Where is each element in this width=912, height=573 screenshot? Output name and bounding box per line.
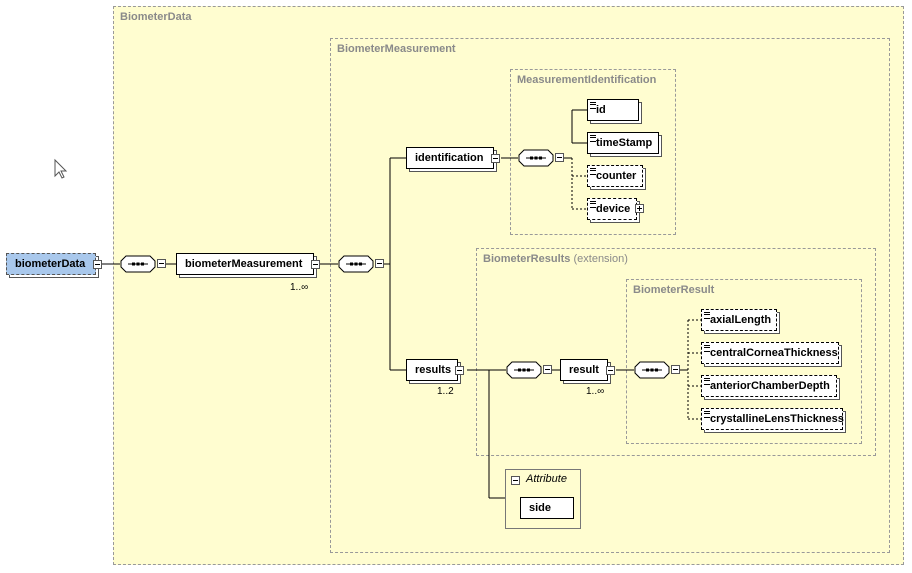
collapse-icon[interactable] (606, 366, 615, 375)
collapse-icon[interactable] (555, 153, 564, 162)
element-label: id (596, 104, 606, 116)
collapse-icon[interactable] (311, 260, 320, 269)
attribute-label: side (529, 502, 552, 514)
element-anterior-chamber-depth[interactable]: anteriorChamberDepth (701, 375, 837, 397)
documentation-icon (704, 411, 710, 418)
element-biometer-measurement[interactable]: biometerMeasurement (176, 253, 314, 275)
element-label: crystallineLensThickness (710, 413, 844, 425)
element-axial-length[interactable]: axialLength (701, 309, 777, 331)
group-title: BiometerData (120, 11, 192, 23)
collapse-icon[interactable] (157, 259, 166, 268)
documentation-icon (590, 102, 596, 109)
element-timestamp[interactable]: timeStamp (587, 132, 659, 154)
documentation-icon (704, 345, 710, 352)
group-title-extension: (extension) (573, 253, 628, 265)
element-label: identification (415, 152, 484, 164)
element-result[interactable]: result (560, 359, 608, 381)
element-label: device (596, 203, 631, 215)
element-device[interactable]: device (587, 198, 637, 220)
sequence-compositor-measurement[interactable] (338, 255, 384, 273)
sequence-compositor-root[interactable] (120, 255, 166, 273)
cardinality-label: 1..∞ (586, 386, 605, 397)
element-crystalline-lens-thickness[interactable]: crystallineLensThickness (701, 408, 844, 430)
sequence-compositor-result[interactable] (634, 361, 680, 379)
element-label: biometerData (15, 258, 86, 270)
collapse-icon[interactable] (375, 259, 384, 268)
cardinality-label: 1..2 (437, 386, 454, 397)
group-title: MeasurementIdentification (517, 74, 657, 86)
collapse-icon[interactable] (455, 366, 464, 375)
element-central-cornea-thickness[interactable]: centralCorneaThickness (701, 342, 839, 364)
collapse-icon[interactable] (543, 365, 552, 374)
cardinality-label: 1..∞ (290, 282, 309, 293)
collapse-icon[interactable] (511, 476, 520, 485)
element-label: result (569, 364, 599, 376)
element-identification[interactable]: identification (406, 147, 494, 169)
element-id[interactable]: id (587, 99, 639, 121)
cursor-icon (54, 158, 68, 179)
group-title: BiometerResults (extension) (483, 253, 628, 265)
documentation-icon (590, 135, 596, 142)
element-counter[interactable]: counter (587, 165, 643, 187)
element-label: counter (596, 170, 637, 182)
sequence-compositor-results[interactable] (506, 361, 552, 379)
documentation-icon (590, 201, 596, 208)
element-label: anteriorChamberDepth (710, 380, 830, 392)
element-label: timeStamp (596, 137, 653, 149)
attribute-title: Attribute (526, 473, 567, 485)
collapse-icon[interactable] (671, 365, 680, 374)
attribute-group: Attribute side (505, 469, 581, 529)
element-label: biometerMeasurement (185, 258, 303, 270)
element-results[interactable]: results (406, 359, 458, 381)
group-title: BiometerResult (633, 284, 715, 296)
collapse-icon[interactable] (491, 154, 500, 163)
group-title: BiometerMeasurement (337, 43, 456, 55)
element-label: centralCorneaThickness (710, 347, 838, 359)
element-label: results (415, 364, 452, 376)
collapse-icon[interactable] (93, 260, 102, 269)
group-title-name: BiometerResults (483, 253, 571, 265)
sequence-compositor-identification[interactable] (518, 149, 564, 167)
element-biometer-data[interactable]: biometerData (6, 253, 96, 275)
documentation-icon (704, 378, 710, 385)
expand-icon[interactable] (635, 204, 644, 213)
documentation-icon (590, 168, 596, 175)
attribute-side[interactable]: side (520, 497, 574, 519)
documentation-icon (704, 312, 710, 319)
element-label: axialLength (710, 314, 772, 326)
